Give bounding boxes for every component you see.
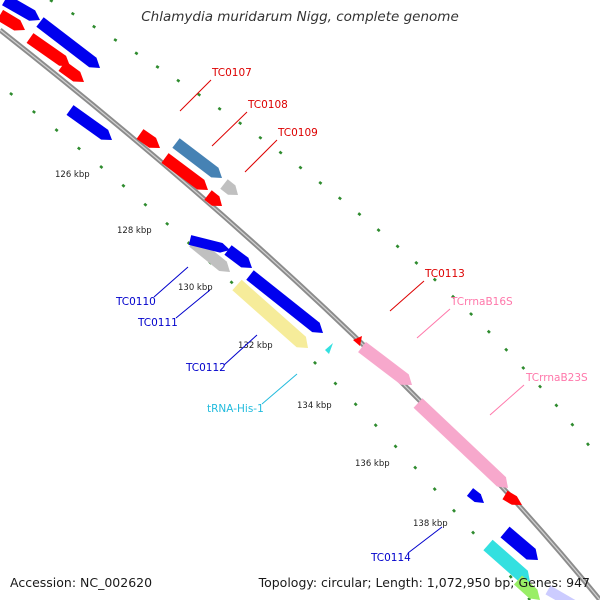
gene-arrow xyxy=(466,488,484,503)
gene-arrow xyxy=(26,33,70,66)
gene-arrow xyxy=(0,9,25,31)
gene-arrow-23s xyxy=(413,398,508,488)
topology-stats-text: Topology: circular; Length: 1,072,950 bp… xyxy=(258,575,590,590)
leader-line xyxy=(416,308,451,339)
leader-line xyxy=(261,373,298,405)
leader-line xyxy=(244,139,278,173)
gene-label: TC0113 xyxy=(424,268,465,280)
gene-label: TC0114 xyxy=(370,552,411,564)
leader-line xyxy=(179,79,212,112)
leader-line xyxy=(489,384,525,416)
gene-arrow xyxy=(36,17,100,68)
gene-arrow-tc0113 xyxy=(353,336,362,346)
gene-arrow-khaki xyxy=(232,279,308,348)
gene-arrow xyxy=(513,575,540,600)
gene-label: TC0112 xyxy=(185,362,226,374)
gene-arrow xyxy=(545,585,576,600)
gene-label: TC0108 xyxy=(247,99,288,111)
leader-line xyxy=(407,526,443,554)
gene-arrow-tc0112 xyxy=(246,270,323,333)
gene-label: TC0107 xyxy=(211,67,252,79)
gene-label: tRNA-His-1 xyxy=(207,403,264,415)
scale-label: 134 kbp xyxy=(297,401,332,411)
gene-arrow-16s xyxy=(358,341,412,385)
trna-marker xyxy=(325,343,333,354)
leader-line xyxy=(211,111,248,147)
scale-label: 130 kbp xyxy=(178,283,213,293)
leader-line xyxy=(389,280,425,312)
gene-arrow-tc0114 xyxy=(500,526,538,560)
map-title: Chlamydia muridarum Nigg, complete genom… xyxy=(141,9,459,25)
scale-label: 128 kbp xyxy=(117,226,152,236)
gene-label: TCrrnaB16S xyxy=(450,296,513,308)
gene-label: TC0109 xyxy=(277,127,318,139)
backbone-highlight xyxy=(0,29,600,600)
scale-label: 126 kbp xyxy=(55,170,90,180)
gene-arrow xyxy=(58,61,84,82)
gene-arrow xyxy=(66,105,112,140)
leader-line xyxy=(223,334,258,366)
gene-arrow-tc0108 xyxy=(172,138,222,178)
gene-arrow xyxy=(224,245,252,268)
leader-line xyxy=(153,266,189,298)
gene-arrow xyxy=(161,153,208,190)
gene-arrow-tc0109 xyxy=(220,179,238,195)
accession-text: Accession: NC_002620 xyxy=(10,575,153,590)
gene-label: TC0110 xyxy=(115,296,156,308)
scale-label: 138 kbp xyxy=(413,519,448,529)
gene-arrow xyxy=(2,0,40,21)
gene-arrow xyxy=(483,539,530,582)
gene-arrow xyxy=(502,490,522,505)
gene-label: TCrrnaB23S xyxy=(525,372,588,384)
gene-arrow-tc0107 xyxy=(136,129,160,148)
scale-label: 136 kbp xyxy=(355,459,390,469)
gene-arrow xyxy=(204,190,222,206)
gene-label: TC0111 xyxy=(137,317,178,329)
scale-label: 132 kbp xyxy=(238,341,273,351)
leader-line xyxy=(175,289,211,319)
gene-arrow xyxy=(188,235,230,253)
